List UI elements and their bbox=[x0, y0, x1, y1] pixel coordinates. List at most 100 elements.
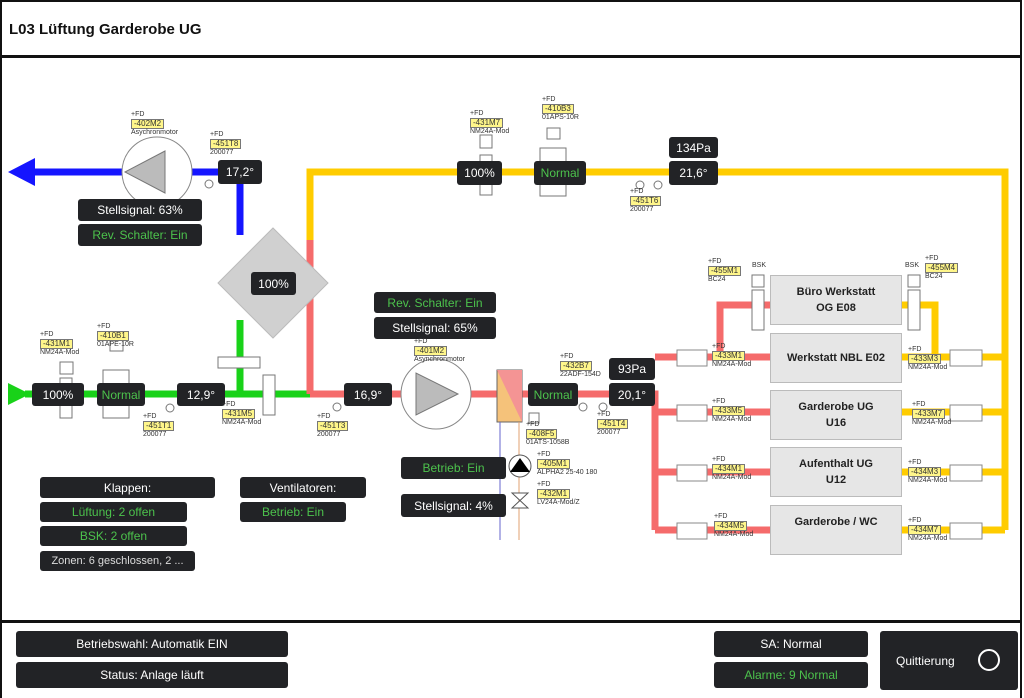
extract-damper-value[interactable]: 100% bbox=[457, 161, 502, 185]
tag-id: -434M3 bbox=[908, 467, 942, 477]
tag-fd: +FD bbox=[210, 131, 224, 138]
supply-temp-after-hr[interactable]: 16,9° bbox=[344, 383, 392, 406]
tag-id: -432M1 bbox=[537, 489, 571, 499]
tag-id: -405M1 bbox=[537, 459, 571, 469]
tag-id: -431M7 bbox=[470, 118, 504, 128]
tag-type: LV24A-Mod/Z bbox=[537, 499, 580, 506]
tag-type: NM24A-Mod bbox=[222, 419, 262, 426]
tag-fd: +FD bbox=[97, 323, 111, 330]
supply-pressure[interactable]: 93Pa bbox=[609, 358, 655, 380]
ventilatoren-title: Ventilatoren: bbox=[240, 477, 366, 498]
room-werkstatt-nbl[interactable]: Werkstatt NBL E02 bbox=[770, 333, 902, 383]
room-aufenthalt-ug[interactable]: Aufenthalt UG U12 bbox=[770, 447, 902, 497]
supply-fan-signal[interactable]: Stellsignal: 65% bbox=[374, 317, 496, 339]
extract-filter-status[interactable]: Normal bbox=[534, 161, 586, 185]
tag-type: 200077 bbox=[317, 431, 341, 438]
outdoor-temp[interactable]: 12,9° bbox=[177, 383, 225, 406]
tag-id: -433M1 bbox=[712, 351, 746, 361]
betriebswahl[interactable]: Betriebswahl: Automatik EIN bbox=[16, 631, 288, 657]
tag-fd: +FD bbox=[222, 401, 236, 408]
exhaust-fan-signal[interactable]: Stellsignal: 63% bbox=[78, 199, 202, 221]
tag-type: NM24A-Mod bbox=[712, 416, 752, 423]
tag-type: NM24A-Mod bbox=[912, 419, 952, 426]
tag-fd: +FD bbox=[597, 411, 611, 418]
tag-fd: +FD bbox=[712, 456, 726, 463]
exhaust-arrow-icon bbox=[8, 158, 35, 186]
room-buero-werkstatt[interactable]: Büro Werkstatt OG E08 bbox=[770, 275, 902, 325]
extract-temp[interactable]: 21,6° bbox=[669, 161, 718, 185]
sa-status[interactable]: SA: Normal bbox=[714, 631, 868, 657]
heater-pump-status[interactable]: Betrieb: Ein bbox=[401, 457, 506, 479]
tag-id: -410B3 bbox=[542, 104, 574, 114]
tag-fd: +FD bbox=[131, 111, 145, 118]
tag-fd: +FD bbox=[925, 255, 939, 262]
tag-type: ALPHA2 25-40 180 bbox=[537, 469, 598, 476]
alarm-status[interactable]: Alarme: 9 Normal bbox=[714, 662, 868, 688]
klappen-zonen[interactable]: Zonen: 6 geschlossen, 2 ... bbox=[40, 551, 195, 571]
outdoor-intake-icon bbox=[8, 383, 30, 405]
bsk-label: BSK bbox=[905, 262, 920, 269]
tag-id: -410B1 bbox=[97, 331, 129, 341]
ventilatoren-betrieb[interactable]: Betrieb: Ein bbox=[240, 502, 346, 522]
klappen-lueftung[interactable]: Lüftung: 2 offen bbox=[40, 502, 187, 522]
outdoor-filter-status[interactable]: Normal bbox=[97, 383, 145, 406]
room-garderobe-wc[interactable]: Garderobe / WC bbox=[770, 505, 902, 555]
quittierung-button[interactable]: Quittierung bbox=[880, 631, 1018, 690]
exhaust-temp[interactable]: 17,2° bbox=[218, 160, 262, 184]
tag-type: 200077 bbox=[143, 431, 167, 438]
outdoor-damper-value[interactable]: 100% bbox=[32, 383, 84, 406]
tag-fd: +FD bbox=[40, 331, 54, 338]
exhaust-fan-rev-switch[interactable]: Rev. Schalter: Ein bbox=[78, 224, 202, 246]
tag-type: NM24A-Mod bbox=[908, 364, 948, 371]
footer bbox=[0, 623, 1022, 698]
tag-type: NM24A-Mod bbox=[712, 474, 752, 481]
tag-fd: +FD bbox=[143, 413, 157, 420]
heater-valve-signal[interactable]: Stellsignal: 4% bbox=[401, 494, 506, 517]
supply-temp[interactable]: 20,1° bbox=[609, 383, 655, 406]
header: L03 Lüftung Garderobe UG bbox=[0, 0, 1022, 58]
extract-pressure[interactable]: 134Pa bbox=[669, 137, 718, 158]
supply-fan-rev-switch[interactable]: Rev. Schalter: Ein bbox=[374, 292, 496, 313]
tag-type: 200077 bbox=[630, 206, 654, 213]
tag-fd: +FD bbox=[317, 413, 331, 420]
tag-id: -433M5 bbox=[712, 406, 746, 416]
tag-id: -408F5 bbox=[526, 429, 558, 439]
tag-id: -402M2 bbox=[131, 119, 165, 129]
tag-type: NM24A-Mod bbox=[470, 128, 510, 135]
tag-id: -451T8 bbox=[210, 139, 242, 149]
klappen-bsk[interactable]: BSK: 2 offen bbox=[40, 526, 187, 546]
tag-fd: +FD bbox=[708, 258, 722, 265]
room-garderobe-ug[interactable]: Garderobe UG U16 bbox=[770, 390, 902, 440]
heat-recovery-value[interactable]: 100% bbox=[251, 272, 296, 295]
diagram-area bbox=[0, 58, 1022, 623]
supply-filter-status[interactable]: Normal bbox=[528, 383, 578, 406]
tag-fd: +FD bbox=[560, 353, 574, 360]
tag-fd: +FD bbox=[712, 398, 726, 405]
